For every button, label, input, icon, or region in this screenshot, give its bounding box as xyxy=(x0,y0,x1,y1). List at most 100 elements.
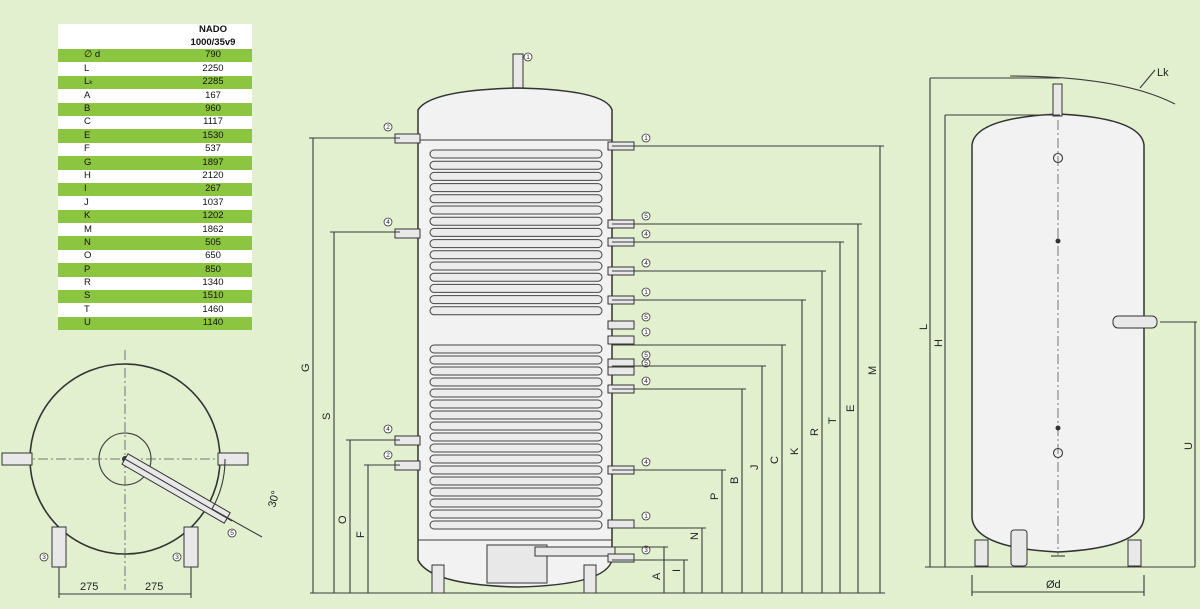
svg-text:5: 5 xyxy=(644,314,648,321)
coil-turn xyxy=(429,410,603,420)
svg-text:5: 5 xyxy=(230,530,234,537)
table-key: J xyxy=(58,196,174,210)
table-key: U xyxy=(58,316,174,331)
table-key: B xyxy=(58,102,174,116)
table-key: L xyxy=(58,62,174,76)
table-value: 1117 xyxy=(174,115,252,130)
coil-turn xyxy=(429,183,603,193)
table-value: 790 xyxy=(174,49,252,63)
top-view-leg-right xyxy=(183,526,199,568)
table-value: 850 xyxy=(174,263,252,277)
table-value: 650 xyxy=(174,249,252,264)
table-value: NADO 1000/35v9 xyxy=(174,24,252,49)
svg-text:1: 1 xyxy=(644,135,648,142)
coil-turn xyxy=(429,239,603,249)
table-value: 1530 xyxy=(174,129,252,143)
svg-text:4: 4 xyxy=(386,219,390,226)
dim-label: O xyxy=(337,515,349,524)
svg-text:2: 2 xyxy=(386,452,390,459)
table-key: ∅ d xyxy=(58,49,174,63)
svg-text:2: 2 xyxy=(386,124,390,131)
coil-turn xyxy=(429,355,603,365)
coil-turn xyxy=(429,443,603,453)
lower-heat-exchanger-coil xyxy=(429,344,603,530)
dim-label: P xyxy=(709,493,721,500)
svg-text:4: 4 xyxy=(644,459,648,466)
coil-turn xyxy=(429,487,603,497)
dim-label: T xyxy=(827,417,839,424)
table-key: T xyxy=(58,303,174,317)
table-value: 1202 xyxy=(174,209,252,224)
svg-text:4: 4 xyxy=(386,426,390,433)
dim-label: M xyxy=(867,366,879,375)
table-value: 1140 xyxy=(174,316,252,331)
dim-label: G xyxy=(300,363,312,372)
table-value: 2285 xyxy=(174,75,252,90)
dim-l-label: L xyxy=(918,324,930,330)
dim-label: E xyxy=(845,405,857,412)
dim-label: K xyxy=(789,447,801,455)
top-view-left-pipe xyxy=(1,452,33,466)
table-key: P xyxy=(58,263,174,277)
table-value: 2250 xyxy=(174,62,252,76)
dim-label: C xyxy=(769,456,781,464)
dim-lk-label: Lk xyxy=(1157,67,1169,79)
coil-turn xyxy=(429,366,603,376)
coil-turn xyxy=(429,250,603,260)
svg-text:4: 4 xyxy=(644,260,648,267)
angle-label: 30° xyxy=(266,490,282,509)
coil-turn xyxy=(429,283,603,293)
table-key xyxy=(58,24,174,49)
coil-turn xyxy=(429,149,603,159)
svg-text:5: 5 xyxy=(644,213,648,220)
top-view: 30° 3 3 5 275 275 xyxy=(1,350,282,598)
coil-turn xyxy=(429,344,603,354)
table-value: 1037 xyxy=(174,196,252,210)
coil-turn xyxy=(429,520,603,530)
table-key: E xyxy=(58,129,174,143)
table-row: NADO 1000/35v9 xyxy=(58,24,252,49)
coil-turn xyxy=(429,295,603,305)
table-key: N xyxy=(58,236,174,250)
svg-text:3: 3 xyxy=(175,554,179,561)
coil-turn xyxy=(429,498,603,508)
coil-turn xyxy=(429,216,603,226)
coil-turn xyxy=(429,465,603,475)
svg-text:1: 1 xyxy=(526,54,530,61)
table-key: K xyxy=(58,209,174,224)
table-value: 960 xyxy=(174,102,252,116)
coil-turn xyxy=(429,261,603,271)
side-view: L H U Ød Lk xyxy=(918,67,1197,596)
table-value: 2120 xyxy=(174,169,252,183)
table-value: 1460 xyxy=(174,303,252,317)
coil-turn xyxy=(429,476,603,486)
coil-turn xyxy=(429,421,603,431)
table-key: I xyxy=(58,182,174,197)
table-key: G xyxy=(58,156,174,170)
coil-turn xyxy=(429,377,603,387)
dim-d-label: Ød xyxy=(1046,579,1061,591)
coil-turn xyxy=(429,160,603,170)
coil-turn xyxy=(429,399,603,409)
upper-heat-exchanger-coil xyxy=(429,149,603,316)
dim-275-left: 275 xyxy=(80,581,98,593)
coil-turn xyxy=(429,171,603,181)
